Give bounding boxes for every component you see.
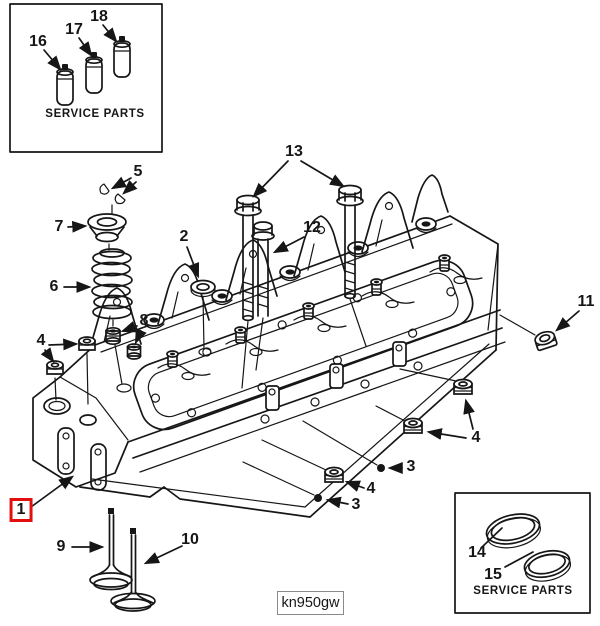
callout-12[interactable]: 12 <box>303 219 321 236</box>
seal-ring-15 <box>522 547 573 586</box>
valve-keepers-5 <box>100 184 125 204</box>
callout-1-highlighted[interactable]: 1 <box>9 498 33 522</box>
callout-15[interactable]: 15 <box>484 566 502 583</box>
callout-3a[interactable]: 3 <box>406 458 416 475</box>
callout-16[interactable]: 16 <box>29 33 47 50</box>
bolt-12 <box>252 222 274 370</box>
callout-4-left[interactable]: 4 <box>36 332 46 349</box>
cylinder-head-body <box>33 175 505 517</box>
washer-2 <box>191 281 215 297</box>
valve-stem-seal-18 <box>114 36 130 77</box>
callout-2[interactable]: 2 <box>179 228 189 245</box>
callout-10[interactable]: 10 <box>181 531 199 548</box>
seal-ring-14 <box>484 509 544 552</box>
callout-13[interactable]: 13 <box>285 143 303 160</box>
callout-4-bottom[interactable]: 4 <box>366 480 376 497</box>
callout-9[interactable]: 9 <box>56 538 66 555</box>
valve-seal-8b <box>128 344 141 359</box>
valve-stem-seal-17 <box>86 52 102 93</box>
callout-11[interactable]: 11 <box>577 293 595 310</box>
valve-spring-6 <box>92 249 132 319</box>
valve-10 <box>111 528 155 611</box>
service-parts-box-top <box>10 4 162 152</box>
callout-8[interactable]: 8 <box>139 312 149 329</box>
head-bolt-13a <box>235 196 261 389</box>
callout-7[interactable]: 7 <box>54 218 64 235</box>
cup-plug-11 <box>533 329 557 350</box>
cup-plug-4e <box>262 440 343 482</box>
callout-14[interactable]: 14 <box>468 544 486 561</box>
callout-4-right[interactable]: 4 <box>471 429 481 446</box>
callout-5[interactable]: 5 <box>133 163 143 180</box>
service-parts-title-bottom: SERVICE PARTS <box>473 585 573 597</box>
callout-6[interactable]: 6 <box>49 278 59 295</box>
cup-plug-4c <box>400 369 472 394</box>
valve-9 <box>90 508 132 590</box>
figure-code-label: kn950gw <box>277 591 344 615</box>
cup-plug-4b <box>47 361 63 400</box>
valve-seal-8a <box>106 328 120 344</box>
head-gasket-outline <box>127 254 479 437</box>
service-parts-box-bottom <box>455 493 590 613</box>
callout-3b[interactable]: 3 <box>351 496 361 513</box>
callout-18[interactable]: 18 <box>90 8 108 25</box>
head-bolt-13b <box>337 186 366 347</box>
cup-plug-4d <box>376 406 422 433</box>
valve-stem-seal-16 <box>57 64 73 105</box>
ball-3b <box>314 494 322 502</box>
ball-3a <box>377 464 385 472</box>
cup-plug-4a <box>79 337 95 404</box>
spring-retainer-7 <box>88 214 126 242</box>
callout-17[interactable]: 17 <box>65 21 83 38</box>
service-parts-title-top: SERVICE PARTS <box>45 108 145 120</box>
